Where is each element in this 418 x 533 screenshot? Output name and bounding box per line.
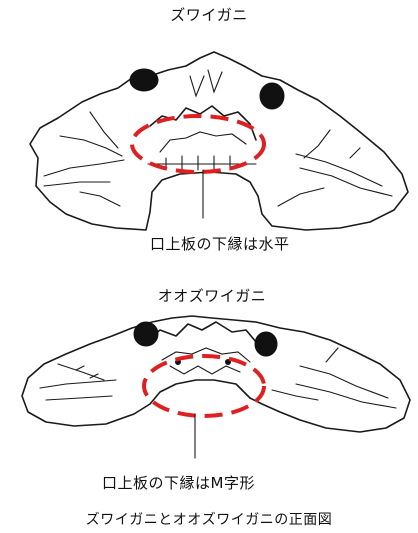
giant-snow-crab-front-view-drawing: [0, 300, 418, 470]
snow-crab-caption: 口上板の下縁は水平: [150, 233, 290, 254]
figure-caption: ズワイガニとオオズワイガニの正面図: [0, 509, 418, 529]
left-eye-icon: [134, 322, 158, 346]
snow-crab-title: ズワイガニ: [0, 4, 418, 25]
right-eye-icon: [260, 83, 284, 109]
snow-crab-front-view-drawing: [0, 36, 418, 236]
giant-snow-crab-caption: 口上板の下縁はM字形: [102, 472, 255, 493]
right-eye-icon: [255, 332, 277, 356]
left-eye-icon: [130, 69, 158, 91]
epistome-highlight-ellipse: [144, 356, 264, 416]
